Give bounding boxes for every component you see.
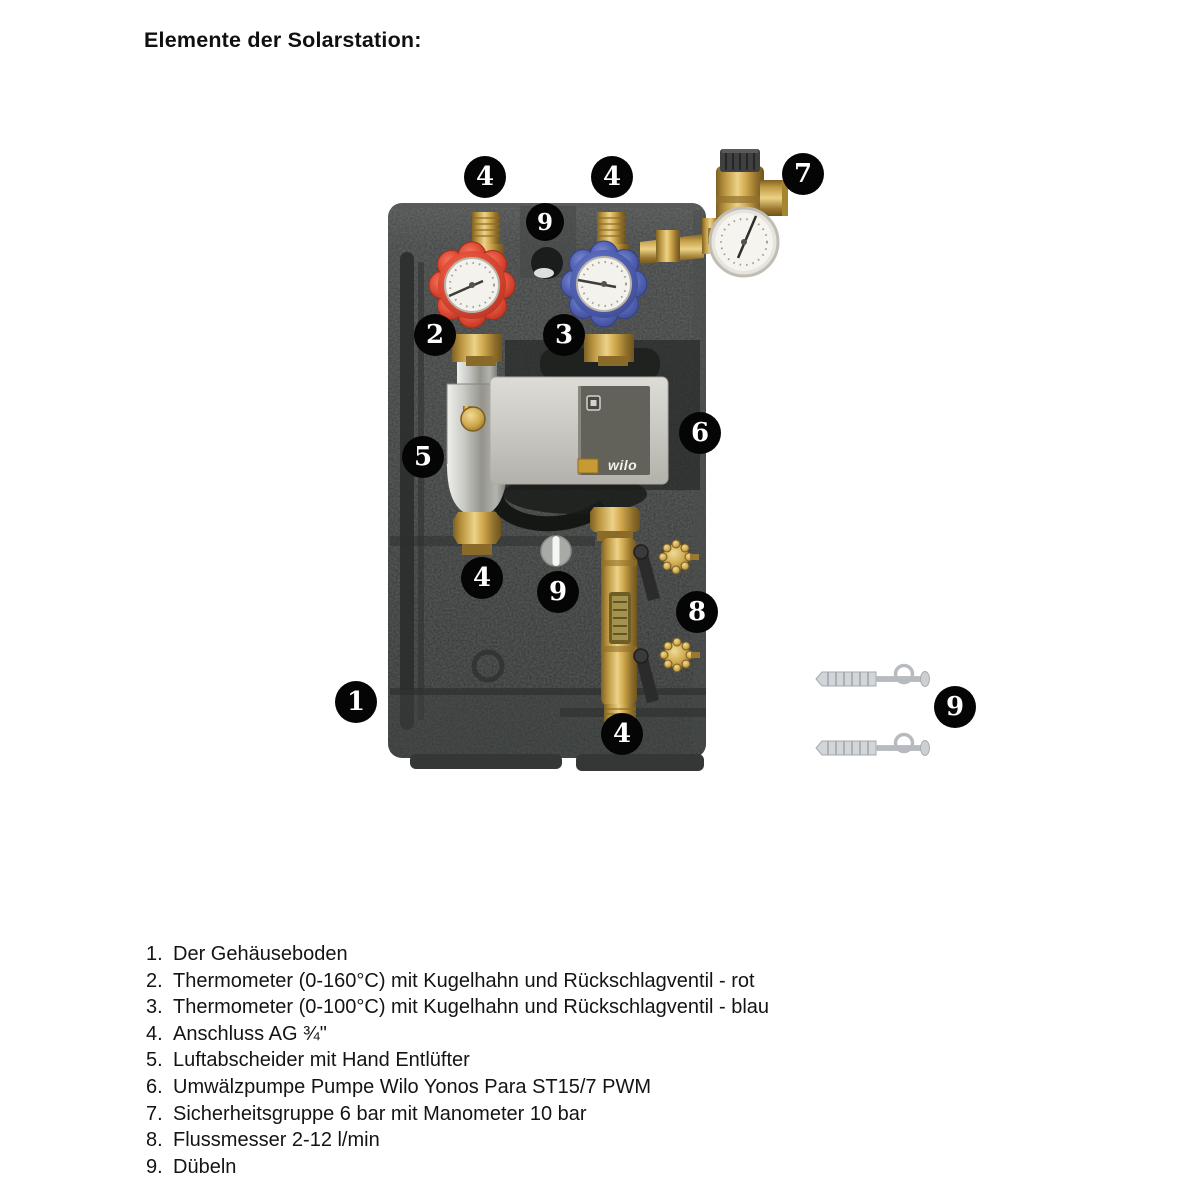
red-knob	[428, 241, 516, 329]
manometer	[708, 206, 780, 278]
red-thermometer	[428, 212, 516, 366]
legend-item: 8. Flussmesser 2-12 l/min	[146, 1127, 769, 1154]
red-thermometer-gauge	[444, 257, 500, 313]
pump-label	[577, 458, 599, 474]
legend-item-number: 3.	[146, 996, 163, 1019]
legend-item: 1. Der Gehäuseboden	[146, 941, 769, 968]
callout-top-left-connection: 4	[465, 157, 505, 197]
callout-wall-plugs: 9	[935, 687, 975, 727]
callout-top-mount-hole: 9	[527, 204, 563, 240]
legend-list: 1. Der Gehäuseboden 2. Thermometer (0-160°…	[146, 941, 769, 1180]
legend-item-number: 7.	[146, 1102, 163, 1125]
callout-housing-base: 1	[336, 682, 376, 722]
legend-item-number: 9.	[146, 1155, 163, 1178]
hand-vent-screw	[460, 406, 486, 432]
top-mount-hole	[531, 247, 563, 279]
legend-item-text: Flussmesser 2-12 l/min	[173, 1129, 380, 1152]
legend-item-text: Der Gehäuseboden	[173, 943, 348, 965]
blue-thermometer-gauge	[576, 256, 632, 312]
legend-item-text: Sicherheitsgruppe 6 bar mit Manometer 10…	[173, 1102, 587, 1125]
legend-item-text: Thermometer (0-100°C) mit Kugelhahn und …	[173, 996, 770, 1019]
pump-brand-logo: wilo	[608, 457, 637, 473]
safety-valve-cap	[720, 149, 760, 172]
pump-display-icon	[586, 395, 601, 411]
mid-mount-hole	[540, 535, 572, 567]
legend-item: 3. Thermometer (0-100°C) mit Kugelhahn un…	[146, 994, 769, 1021]
legend-item-number: 2.	[146, 969, 163, 992]
flow-sight-glass	[609, 592, 631, 644]
callout-top-mid-connection: 4	[592, 157, 632, 197]
legend-item: 2. Thermometer (0-160°C) mit Kugelhahn un…	[146, 968, 769, 995]
legend-item: 6. Umwälzpumpe Pumpe Wilo Yonos Para ST15…	[146, 1074, 769, 1101]
legend-item: 7. Sicherheitsgruppe 6 bar mit Manometer …	[146, 1101, 769, 1128]
legend-item-number: 1.	[146, 943, 163, 965]
legend-item: 4. Anschluss AG ¾"	[146, 1021, 769, 1048]
circulation-pump: wilo	[489, 376, 669, 485]
safety-group	[640, 149, 788, 278]
blue-thermometer	[560, 212, 648, 366]
legend-item-text: Thermometer (0-160°C) mit Kugelhahn und …	[173, 969, 755, 992]
legend-item-text: Anschluss AG ¾"	[173, 1022, 327, 1045]
flow-meter-valves	[633, 539, 700, 703]
wall-plug	[815, 663, 930, 687]
legend-item-number: 6.	[146, 1075, 163, 1098]
legend-item: 9. Dübeln	[146, 1154, 769, 1181]
wall-plugs	[815, 663, 930, 756]
legend-item-text: Luftabscheider mit Hand Entlüfter	[173, 1049, 470, 1072]
legend-item-number: 4.	[146, 1022, 163, 1045]
callout-flow-meter: 8	[677, 592, 717, 632]
callout-blue-thermometer: 3	[544, 315, 584, 355]
legend-item-number: 5.	[146, 1049, 163, 1072]
callout-circulation-pump: 6	[680, 413, 720, 453]
callout-mid-mount-hole: 9	[538, 572, 578, 612]
callout-bottom-connection: 4	[602, 714, 642, 754]
wall-plug	[815, 732, 930, 756]
callout-mid-connection: 4	[462, 558, 502, 598]
legend-item-number: 8.	[146, 1129, 163, 1152]
callout-air-separator: 5	[403, 437, 443, 477]
legend-item-text: Dübeln	[173, 1155, 237, 1178]
callout-red-thermometer: 2	[415, 315, 455, 355]
blue-knob	[560, 240, 648, 328]
legend-item: 5. Luftabscheider mit Hand Entlüfter	[146, 1047, 769, 1074]
legend-item-text: Umwälzpumpe Pumpe Wilo Yonos Para ST15/7…	[173, 1075, 651, 1098]
callout-safety-group: 7	[783, 154, 823, 194]
page-title: Elemente der Solarstation:	[144, 28, 422, 52]
